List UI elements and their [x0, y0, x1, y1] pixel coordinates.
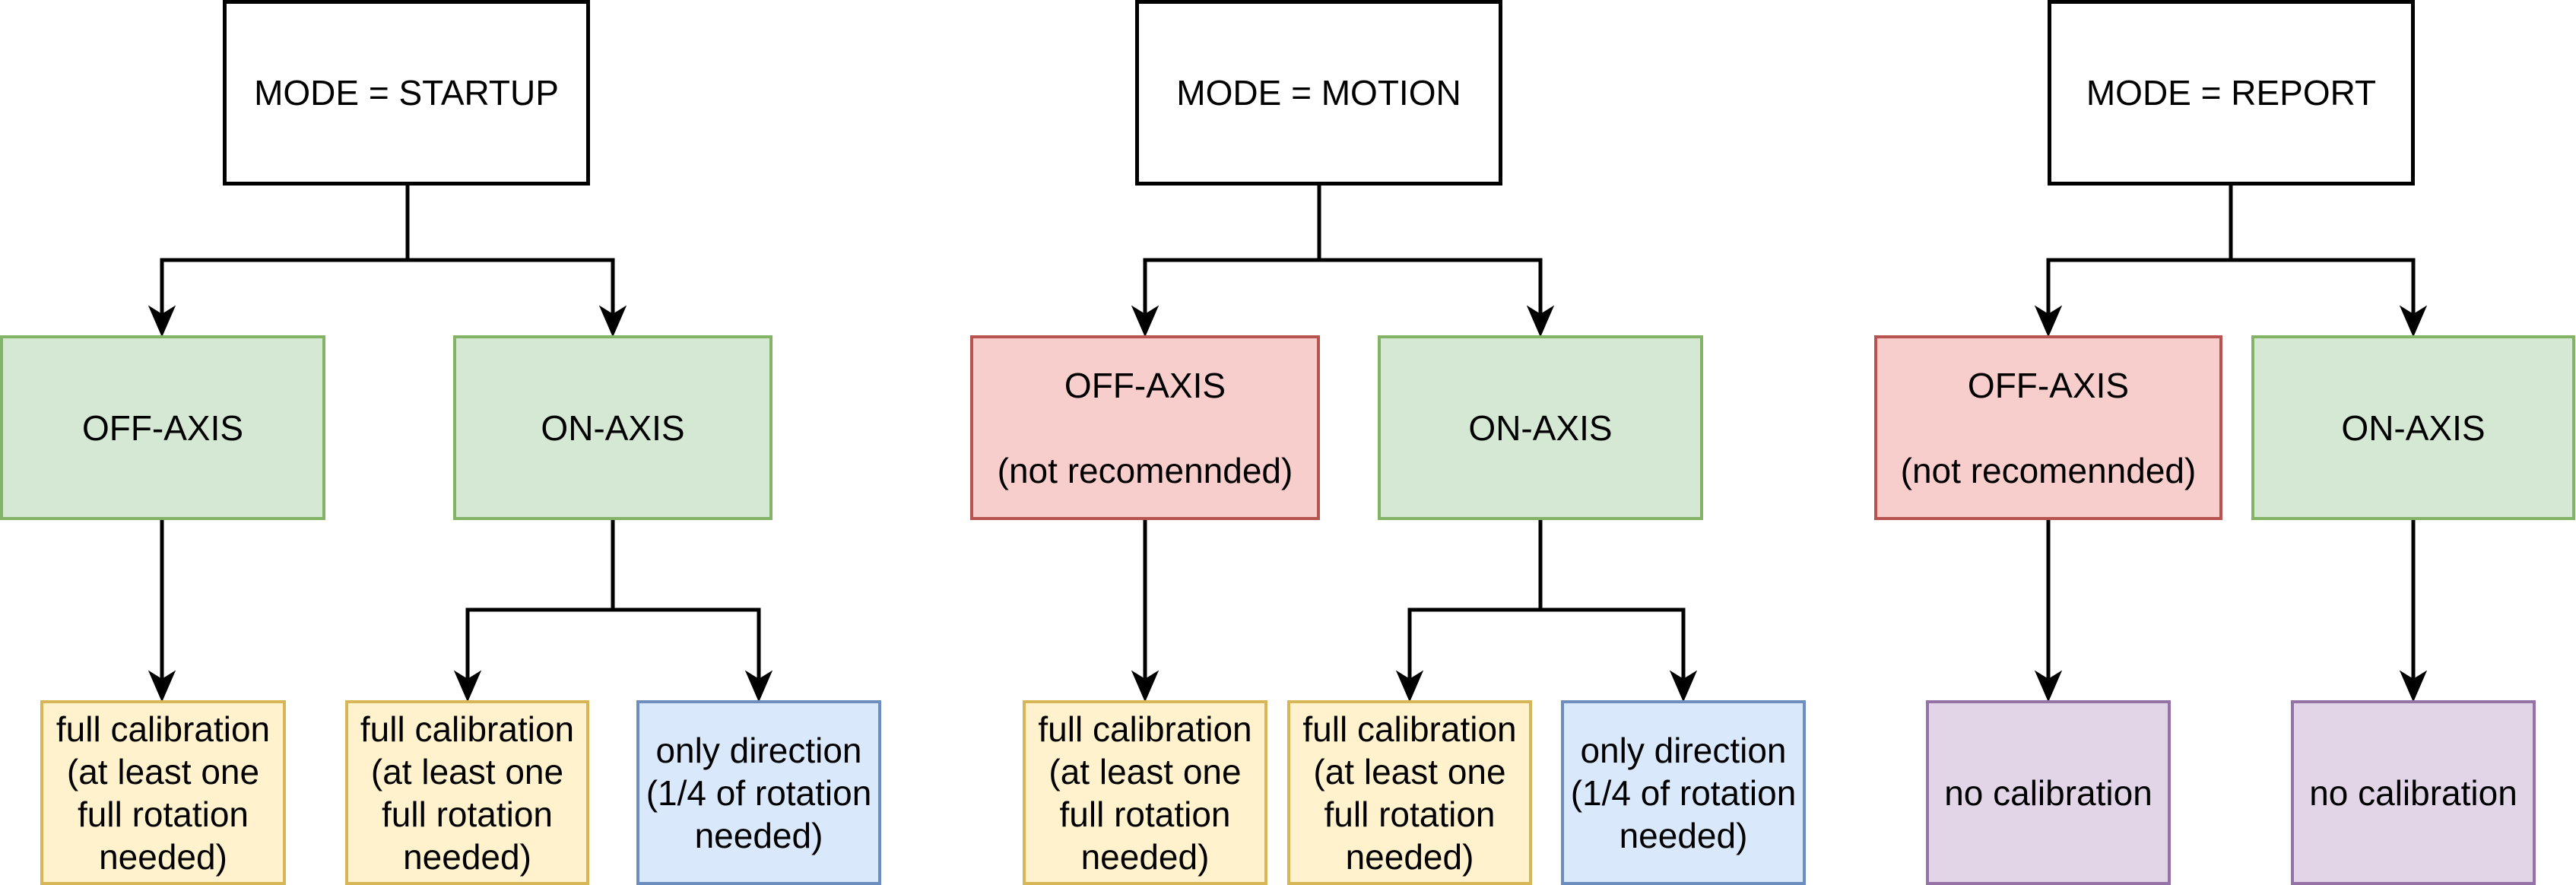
report-on-axis-result-box: no calibration: [2291, 700, 2536, 885]
result-label: full calibration (at least one full rota…: [360, 709, 575, 877]
arrowhead-icon: [2034, 305, 2063, 338]
arrowhead-icon: [453, 670, 482, 703]
result-label: full calibration (at least one full rota…: [1302, 709, 1517, 877]
arrowhead-icon: [148, 305, 176, 338]
motion-on-axis-label: ON-AXIS: [1468, 408, 1613, 448]
connector-motion-on-to-full: [1407, 607, 1540, 684]
report-off-axis-box: OFF-AXIS (not recomennded): [1874, 335, 2222, 520]
report-off-axis-label: OFF-AXIS: [1967, 365, 2130, 405]
arrowhead-icon: [2399, 305, 2428, 338]
startup-on-axis-result-full-box: full calibration (at least one full rota…: [345, 700, 589, 885]
mode-report-label: MODE = REPORT: [2086, 73, 2377, 113]
report-on-axis-label: ON-AXIS: [2341, 408, 2486, 448]
arrowhead-icon: [1395, 670, 1424, 703]
motion-off-axis-result-box: full calibration (at least one full rota…: [1023, 700, 1267, 885]
startup-on-axis-result-direction-box: only direction (1/4 of rotation needed): [636, 700, 881, 885]
arrowhead-icon: [598, 305, 627, 338]
arrowhead-icon: [1131, 305, 1160, 338]
startup-off-axis-label: OFF-AXIS: [81, 408, 244, 448]
motion-on-axis-box: ON-AXIS: [1378, 335, 1703, 520]
startup-on-axis-box: ON-AXIS: [453, 335, 772, 520]
arrowhead-icon: [148, 670, 176, 703]
connector-motion-on-to-direction: [1540, 607, 1686, 684]
result-label: only direction (1/4 of rotation needed): [1570, 730, 1797, 855]
startup-off-axis-box: OFF-AXIS: [0, 335, 325, 520]
mode-report-box: MODE = REPORT: [2048, 0, 2415, 186]
report-off-axis-note: (not recomennded): [1900, 450, 2197, 490]
result-label: no calibration: [1944, 772, 2152, 813]
arrowhead-icon: [2399, 670, 2428, 703]
startup-on-axis-label: ON-AXIS: [541, 408, 685, 448]
connector-startup-to-off: [160, 258, 408, 319]
arrowhead-icon: [1669, 670, 1698, 703]
connector-motion-to-on: [1319, 258, 1543, 319]
motion-on-axis-result-full-box: full calibration (at least one full rota…: [1287, 700, 1532, 885]
mode-startup-box: MODE = STARTUP: [223, 0, 590, 186]
motion-off-axis-label: OFF-AXIS: [1064, 365, 1226, 405]
mode-startup-label: MODE = STARTUP: [254, 73, 559, 113]
connector-motion-to-off: [1143, 258, 1319, 319]
arrowhead-icon: [1131, 670, 1160, 703]
mode-motion-box: MODE = MOTION: [1135, 0, 1502, 186]
motion-on-axis-result-direction-box: only direction (1/4 of rotation needed): [1561, 700, 1806, 885]
report-on-axis-box: ON-AXIS: [2251, 335, 2575, 520]
connector-report-to-on: [2231, 258, 2416, 319]
connector-startup-on-to-direction: [613, 607, 761, 684]
connector-startup-on-to-full: [465, 607, 613, 684]
connector-report-to-off: [2046, 258, 2231, 319]
result-label: full calibration (at least one full rota…: [56, 709, 271, 877]
mode-motion-label: MODE = MOTION: [1176, 73, 1461, 113]
result-label: only direction (1/4 of rotation needed): [646, 730, 872, 855]
connector-startup-to-on: [408, 258, 615, 319]
motion-off-axis-box: OFF-AXIS (not recomennded): [970, 335, 1320, 520]
startup-off-axis-result-box: full calibration (at least one full rota…: [40, 700, 286, 885]
motion-off-axis-note: (not recomennded): [997, 450, 1293, 490]
report-off-axis-result-box: no calibration: [1926, 700, 2171, 885]
arrowhead-icon: [2034, 670, 2063, 703]
arrowhead-icon: [1526, 305, 1555, 338]
result-label: no calibration: [2309, 772, 2517, 813]
arrowhead-icon: [744, 670, 773, 703]
result-label: full calibration (at least one full rota…: [1038, 709, 1252, 877]
